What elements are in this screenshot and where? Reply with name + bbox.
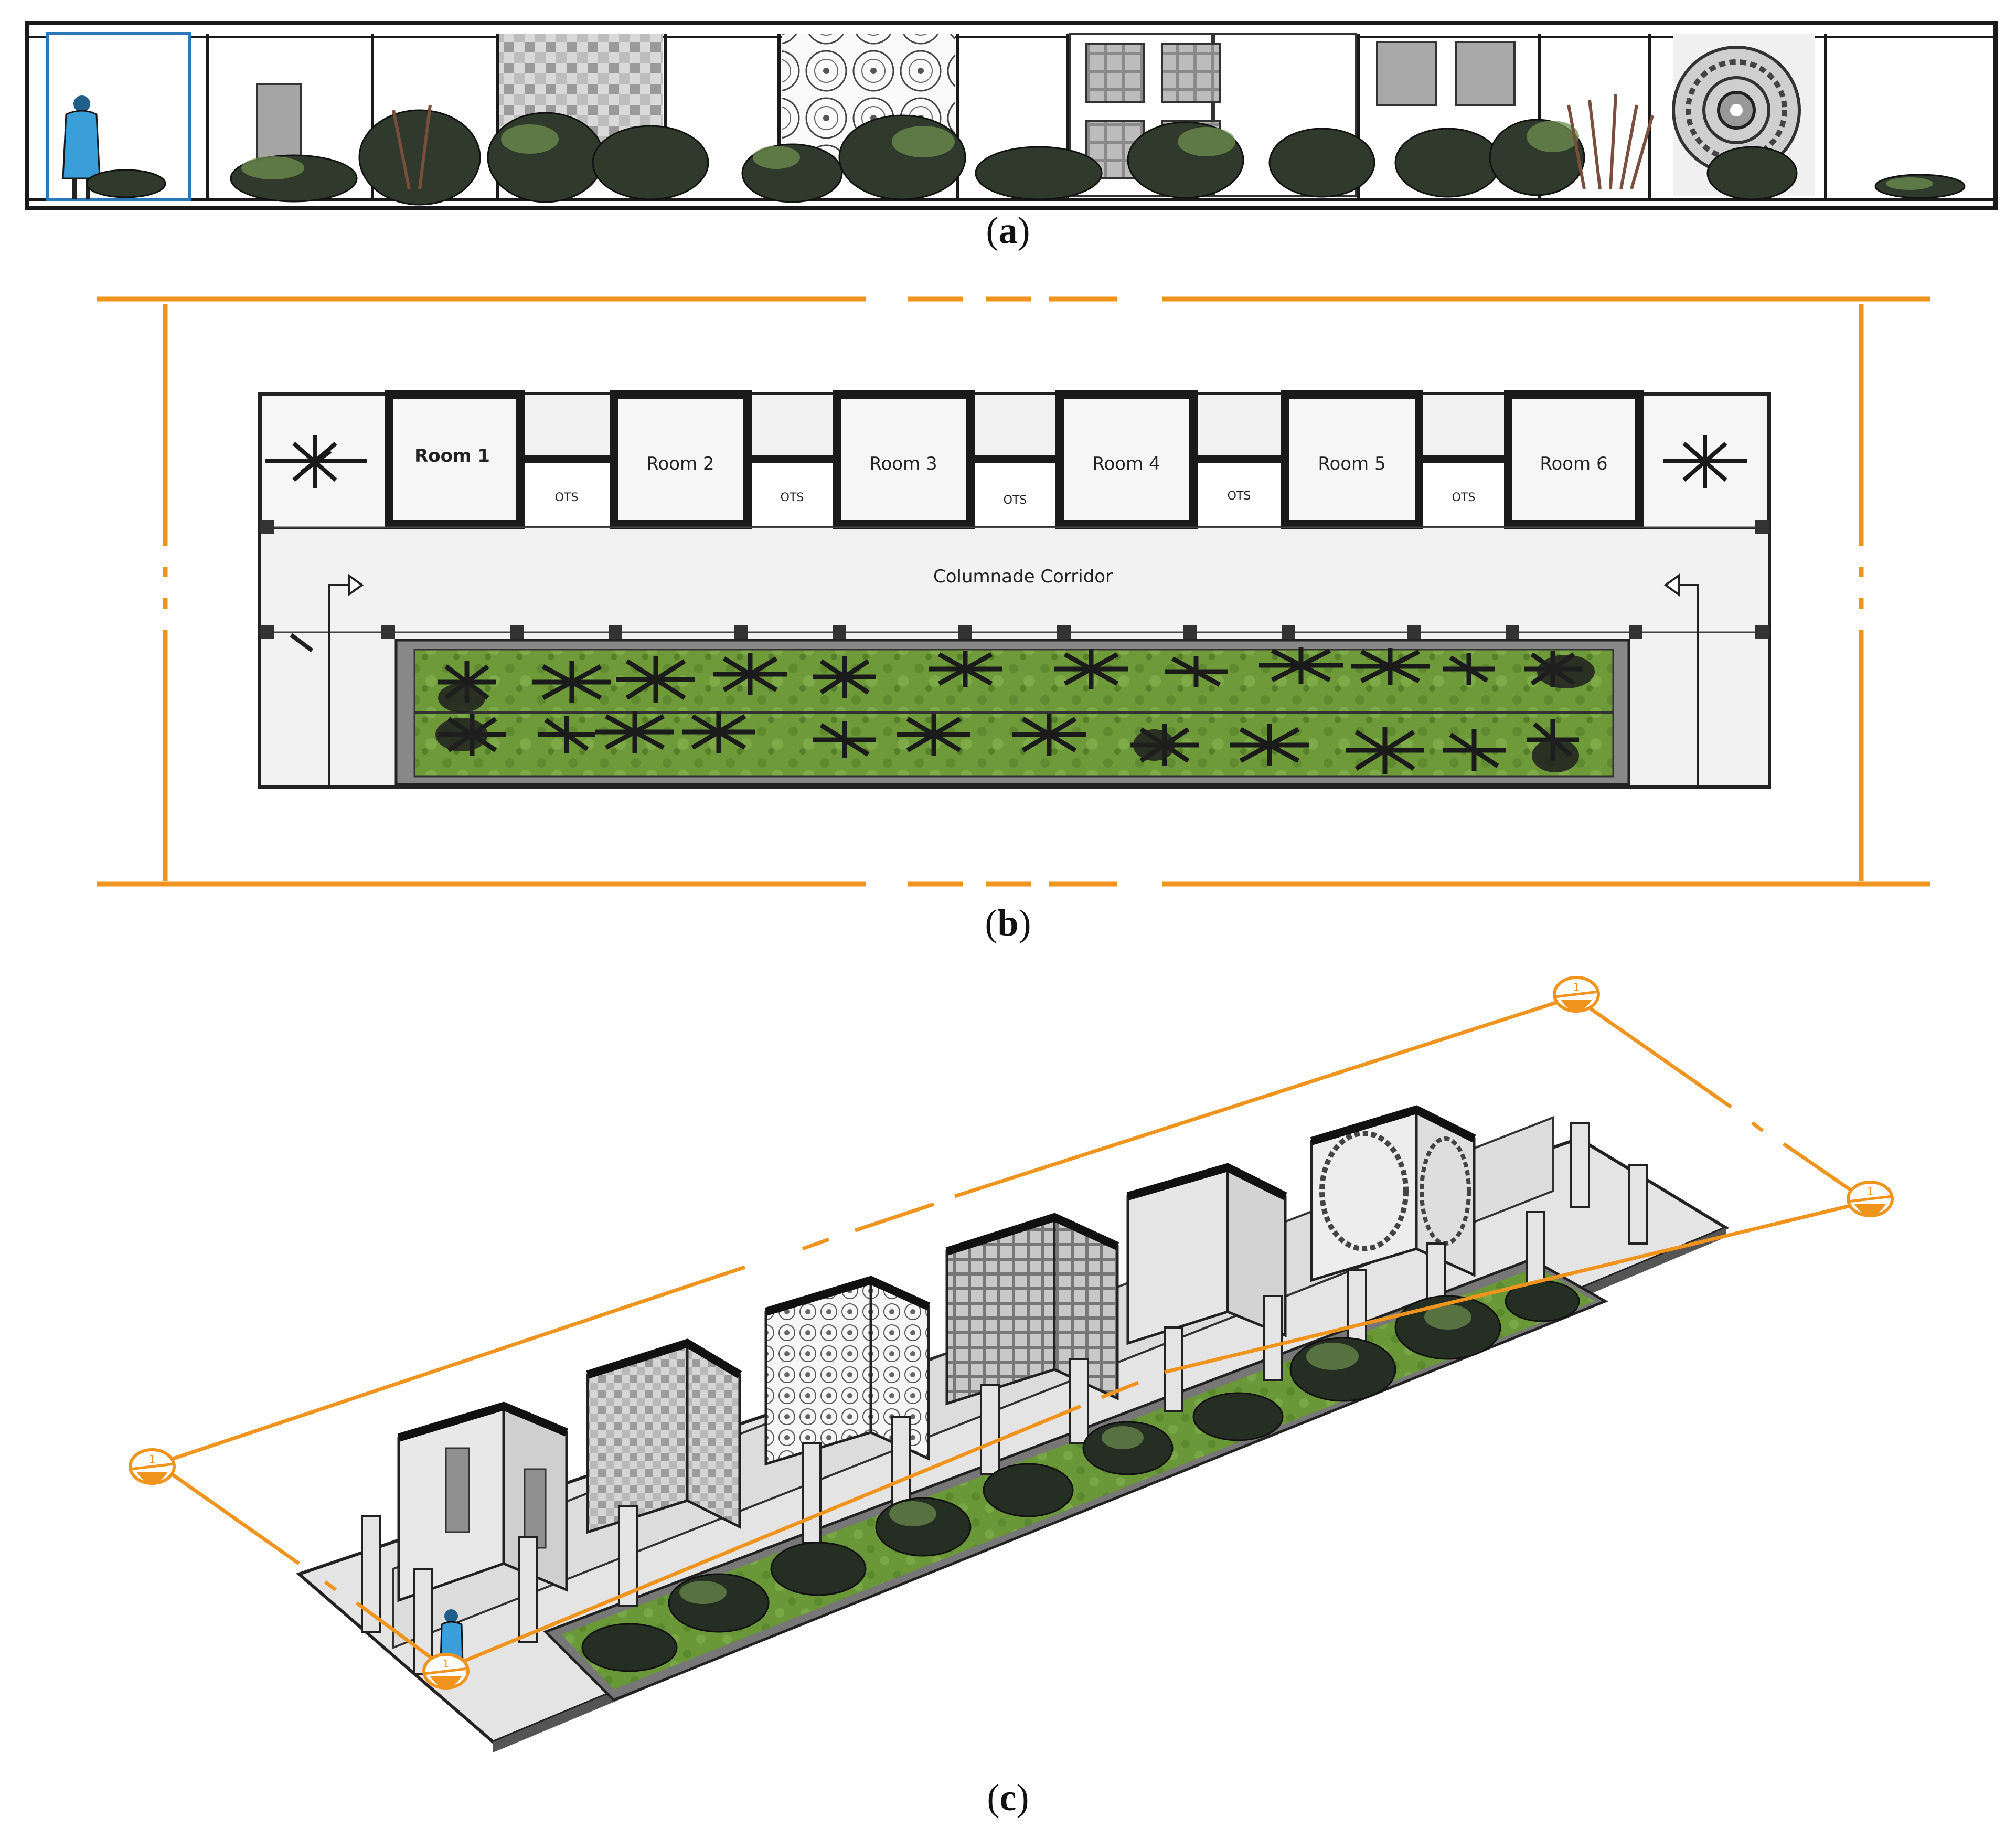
room-label-5: Room 5 bbox=[1318, 453, 1385, 474]
person-icon bbox=[62, 95, 101, 199]
ots-label: OTS bbox=[1228, 490, 1251, 503]
room-boxes bbox=[385, 390, 1644, 529]
shrub-highlights bbox=[679, 1304, 1471, 1604]
room-labels: Room 1 Room 2 Room 3 Room 4 Room 5 Room … bbox=[414, 445, 1608, 474]
room-label-1: Room 1 bbox=[414, 445, 490, 466]
garden-plants bbox=[438, 647, 1582, 774]
section-marker-icon[interactable]: 1 bbox=[422, 1653, 470, 1690]
room-box bbox=[586, 1338, 742, 1534]
columns bbox=[361, 1122, 1648, 1675]
plant-icon bbox=[1663, 435, 1747, 488]
panel-a-elevation bbox=[0, 0, 2016, 220]
svg-text:1: 1 bbox=[1573, 981, 1580, 993]
garden-shrubs bbox=[435, 655, 1595, 772]
axonometric-drawing: 1 1 1 1 bbox=[129, 856, 1894, 1752]
room5-grey-panels bbox=[1376, 41, 1516, 106]
arrow-icon[interactable] bbox=[1663, 573, 1699, 787]
caption-a: (a) bbox=[986, 209, 1030, 251]
svg-text:1: 1 bbox=[1867, 1185, 1874, 1198]
room-box bbox=[1126, 856, 1287, 1345]
shrub-highlights bbox=[241, 121, 1933, 190]
ots-label: OTS bbox=[1452, 491, 1476, 504]
ots-label: OTS bbox=[555, 491, 579, 504]
room-label-4: Room 4 bbox=[1092, 453, 1160, 474]
svg-text:1: 1 bbox=[443, 1658, 450, 1670]
room-label-6: Room 6 bbox=[1540, 453, 1607, 474]
arrow-icon[interactable] bbox=[328, 573, 364, 787]
panel-b-plan: Room 1 Room 2 Room 3 Room 4 Room 5 Room … bbox=[0, 283, 2016, 908]
room1-door bbox=[256, 83, 302, 164]
section-lines bbox=[156, 995, 1869, 1671]
elevation-drawing bbox=[25, 21, 1998, 210]
section-marker-icon[interactable]: 1 bbox=[1553, 976, 1600, 1013]
svg-text:1: 1 bbox=[149, 1453, 156, 1465]
grass-tufts bbox=[392, 94, 1654, 189]
ots-labels: OTS OTS OTS OTS OTS bbox=[555, 490, 1476, 507]
room-label-2: Room 2 bbox=[646, 453, 714, 474]
ots-label: OTS bbox=[781, 491, 804, 504]
room-label-3: Room 3 bbox=[869, 453, 937, 474]
site-boundary bbox=[97, 296, 1930, 887]
caption-b: (b) bbox=[985, 902, 1031, 944]
room-box bbox=[1310, 1105, 1476, 1282]
panel-c-axonometric: 1 1 1 1 bbox=[0, 856, 2016, 1779]
plan-drawing: Room 1 Room 2 Room 3 Room 4 Room 5 Room … bbox=[97, 296, 1930, 887]
columns bbox=[260, 520, 1769, 639]
plant-icon bbox=[265, 435, 367, 488]
room-box bbox=[764, 1276, 931, 1466]
corridor-label: Columnade Corridor bbox=[933, 566, 1113, 587]
section-marker-icon[interactable]: 1 bbox=[1847, 1181, 1894, 1217]
section-marker-icon[interactable]: 1 bbox=[129, 1448, 176, 1485]
caption-c: (c) bbox=[987, 1777, 1029, 1819]
room-box bbox=[397, 1401, 569, 1602]
ots-label: OTS bbox=[1004, 494, 1027, 507]
room-box bbox=[945, 1213, 1119, 1406]
